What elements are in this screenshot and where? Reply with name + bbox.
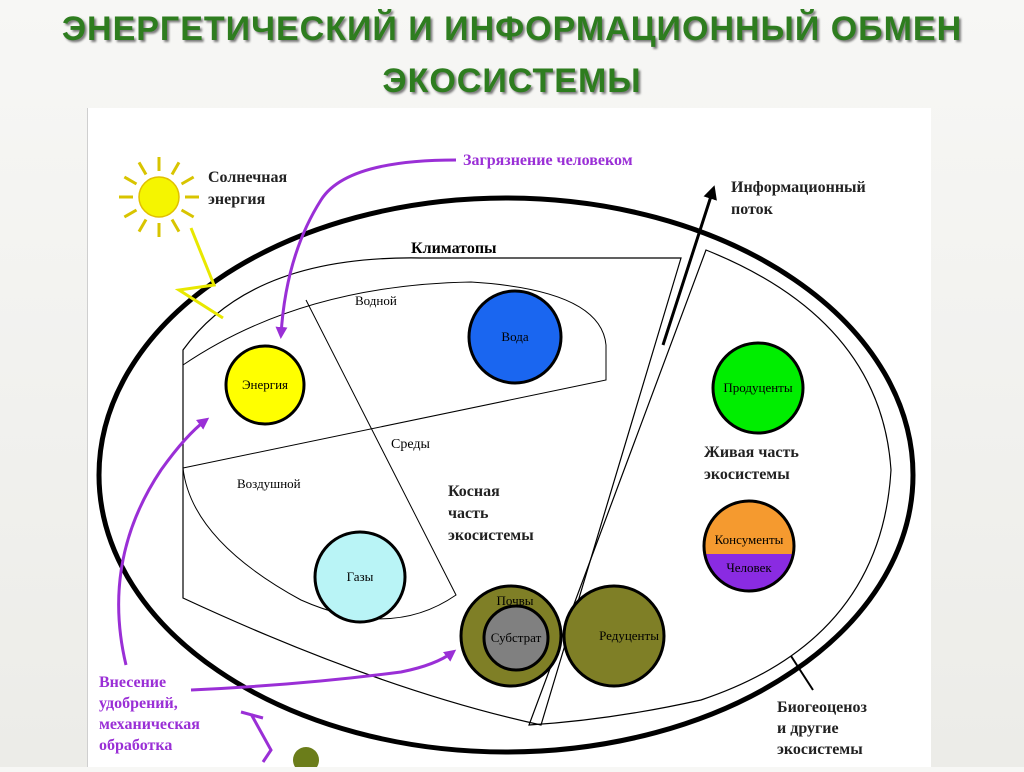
fertilizer-arrow-soil (190, 649, 457, 692)
gases-node (313, 530, 407, 624)
air-sector (182, 299, 457, 620)
environments-label: Среды (391, 437, 430, 452)
sun-ray (170, 161, 181, 176)
pollution-arrow (275, 158, 457, 339)
sun-ray (137, 161, 148, 176)
energy-node (224, 344, 306, 426)
living-region (528, 249, 892, 726)
sun-ray (170, 218, 181, 233)
water-sector (182, 281, 607, 469)
consumers-label: Консументы (715, 532, 784, 547)
fertilizers-label: Внесение удобрений, механическая обработ… (99, 674, 204, 754)
water-label: Вода (501, 329, 528, 344)
sun-icon (119, 157, 199, 237)
sun-ray (180, 208, 195, 219)
solar-ray-arrow (174, 227, 224, 320)
sun-ray (180, 175, 195, 186)
substrate-node (482, 604, 550, 672)
soils-label: Почвы (497, 593, 534, 608)
reducers-label: Редуценты (599, 628, 659, 643)
abiotic-region (182, 257, 682, 726)
reducers-node (562, 584, 666, 688)
ecosystem-ellipse (96, 195, 916, 755)
sun-ray (137, 218, 148, 233)
substrate-label: Субстрат (491, 630, 542, 645)
ecosystem-diagram: Энергия Вода Газы Почвы Субстрат Редуцен… (96, 152, 916, 772)
sun-ray (123, 175, 138, 186)
biogeocenosis-label: Биогеоценоз и другие экосистемы (777, 699, 871, 758)
solar-energy-label: Солнечная энергия (208, 169, 291, 208)
living-part-label: Живая часть экосистемы (704, 444, 803, 483)
water-node (467, 289, 563, 385)
diagram-panel: Энергия Вода Газы Почвы Субстрат Редуцен… (87, 108, 931, 772)
page-title-line2: ЭКОСИСТЕМЫ (382, 62, 642, 100)
water-env-label: Водной (355, 293, 397, 308)
producers-node (711, 341, 805, 435)
tool-icon (240, 710, 273, 763)
human-pollution-label: Загрязнение человеком (463, 152, 633, 169)
abiotic-part-label: Косная часть экосистемы (448, 483, 534, 544)
seed-icon (293, 747, 319, 772)
air-env-label: Воздушной (237, 476, 301, 491)
page-title: ЭНЕРГЕТИЧЕСКИЙ И ИНФОРМАЦИОННЫЙ ОБМЕН (61, 10, 963, 48)
producers-label: Продуценты (723, 380, 792, 395)
gases-label: Газы (347, 569, 374, 584)
biogeocenosis-pointer (790, 655, 814, 691)
consumers-node (702, 499, 796, 593)
energy-label: Энергия (242, 377, 288, 392)
climatopes-label: Климатопы (411, 240, 497, 257)
info-flow-arrow (661, 185, 717, 346)
info-flow-label: Информационный поток (731, 179, 870, 218)
human-label: Человек (726, 560, 772, 575)
sun-ray (123, 208, 138, 219)
fertilizer-arrow-energy (117, 417, 210, 666)
